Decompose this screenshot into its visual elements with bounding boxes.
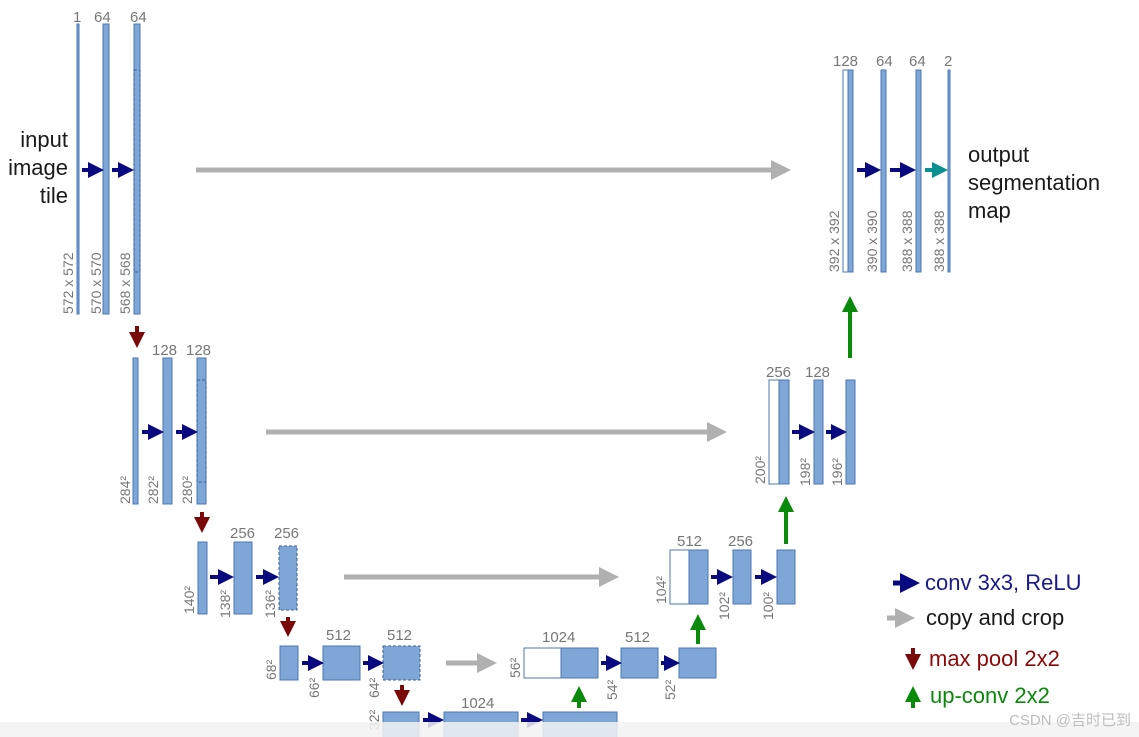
feature-map-u1-conv2: [915, 69, 922, 273]
channel-label: 256: [766, 364, 791, 381]
channel-label: 1024: [461, 695, 494, 712]
dimension-label: 284²: [117, 476, 133, 504]
input-label-line: image: [8, 155, 68, 180]
dimension-label: 104²: [653, 576, 669, 604]
input-label-line: tile: [40, 183, 68, 208]
feature-map-l3-conv2: [278, 545, 298, 611]
output-map: [947, 69, 951, 273]
upconv-map-u4: [560, 647, 599, 679]
crop-region-l1: [133, 69, 141, 273]
feature-map-l4-conv1: [322, 645, 361, 681]
channel-label: 128: [805, 364, 830, 381]
channel-label: 64: [909, 53, 926, 70]
dimension-label: 568 x 568: [117, 252, 133, 314]
legend-copy-label: copy and crop: [926, 605, 1064, 630]
dimension-label: 66²: [306, 677, 322, 698]
output-label-line: segmentation: [968, 170, 1100, 195]
dimension-label: 64²: [366, 677, 382, 698]
dimension-label: 54²: [604, 679, 620, 700]
dimension-label: 140²: [181, 586, 197, 614]
output-label-line: output: [968, 142, 1029, 167]
feature-map-u4-conv2: [678, 647, 717, 679]
output-label-line: map: [968, 198, 1011, 223]
channel-label: 512: [677, 533, 702, 550]
copied-map-u4: [523, 647, 562, 679]
feature-map-l4-conv2: [382, 645, 421, 681]
dimension-label: 102²: [716, 592, 732, 620]
channel-label: 128: [833, 53, 858, 70]
channel-label: 256: [728, 533, 753, 550]
dimension-label: 100²: [760, 592, 776, 620]
channel-label: 1024: [542, 629, 575, 646]
channel-label: 1: [73, 9, 81, 26]
dimension-label: 52²: [662, 679, 678, 700]
upconv-map-u3: [688, 549, 709, 605]
copied-map-u2: [768, 379, 780, 485]
dimension-label: 200²: [752, 456, 768, 484]
watermark: CSDN @吉时已到: [1009, 712, 1131, 729]
dimension-label: 572 x 572: [60, 252, 76, 314]
legend-pool-label: max pool 2x2: [929, 646, 1060, 671]
dimension-label: 392 x 392: [826, 210, 842, 272]
legend-upconv-label: up-conv 2x2: [930, 683, 1050, 708]
feature-map-u2-conv1: [813, 379, 824, 485]
bottom-fade: [0, 722, 1139, 737]
dimension-label: 570 x 570: [88, 252, 104, 314]
input-label-line: input: [20, 127, 68, 152]
feature-map-l3-conv1: [233, 541, 253, 615]
copied-map-u3: [669, 549, 690, 605]
feature-map-u3-conv2: [776, 549, 796, 605]
feature-map-l1-input: [76, 23, 80, 315]
feature-map-l2-conv1: [162, 357, 173, 505]
dimension-label: 390 x 390: [864, 210, 880, 272]
channel-label: 64: [94, 9, 111, 26]
dimension-label: 198²: [797, 458, 813, 486]
upconv-map-u2: [778, 379, 790, 485]
dimension-label: 388 x 388: [899, 210, 915, 272]
feature-map-l3-pool: [197, 541, 208, 615]
channel-label: 256: [230, 525, 255, 542]
dimension-label: 280²: [179, 476, 195, 504]
feature-map-l1-conv2: [133, 23, 141, 315]
channel-label: 128: [152, 342, 177, 359]
legend: conv 3x3, ReLU copy and crop max pool 2x…: [887, 570, 1082, 708]
channel-label: 2: [944, 53, 952, 70]
feature-map-u4-conv1: [620, 647, 659, 679]
dimension-label: 68²: [263, 659, 279, 680]
dimension-label: 388 x 388: [931, 210, 947, 272]
dimension-label: 282²: [145, 476, 161, 504]
channel-label: 512: [625, 629, 650, 646]
dimension-label: 196²: [829, 458, 845, 486]
dimension-label: 138²: [217, 590, 233, 618]
feature-map-u2-conv2: [845, 379, 856, 485]
channel-label: 64: [876, 53, 893, 70]
channel-label: 512: [326, 627, 351, 644]
upconv-map-u1: [847, 69, 854, 273]
feature-map-u1-conv1: [880, 69, 887, 273]
channel-label: 512: [387, 627, 412, 644]
feature-map-l2-pool: [132, 357, 139, 505]
copied-map-u1: [842, 69, 849, 273]
channel-label: 64: [130, 9, 147, 26]
dimension-label: 136²: [262, 590, 278, 618]
feature-map-l4-pool: [279, 645, 299, 681]
dimension-label: 56²: [507, 657, 523, 678]
channel-label: 256: [274, 525, 299, 542]
legend-conv-label: conv 3x3, ReLU: [925, 570, 1082, 595]
channel-label: 128: [186, 342, 211, 359]
feature-map-u3-conv1: [732, 549, 752, 605]
